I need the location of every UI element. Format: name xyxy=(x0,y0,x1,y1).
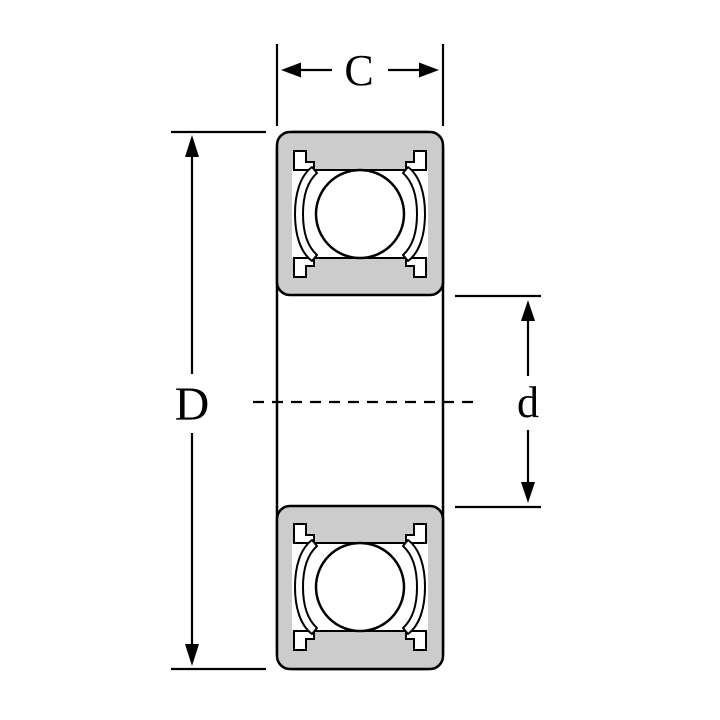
bearing-upper-half xyxy=(275,130,445,297)
bore-diameter-dimension: d xyxy=(455,294,541,509)
d-outer-arrow-down-head xyxy=(185,644,199,666)
d-outer-arrow-up-head xyxy=(185,135,199,157)
width-label: C xyxy=(344,46,373,95)
outer-diameter-label: D xyxy=(175,378,210,431)
bearing-lower-half xyxy=(275,504,445,671)
c-dimension: C xyxy=(275,44,445,126)
bore-diameter-label: d xyxy=(517,378,539,427)
c-arrow-right-head xyxy=(419,62,439,78)
d-bore-arrow-up-head xyxy=(521,300,535,321)
d-bore-arrow-down-head xyxy=(521,482,535,503)
c-arrow-left-head xyxy=(281,62,301,78)
outer-diameter-dimension: D xyxy=(171,130,266,671)
